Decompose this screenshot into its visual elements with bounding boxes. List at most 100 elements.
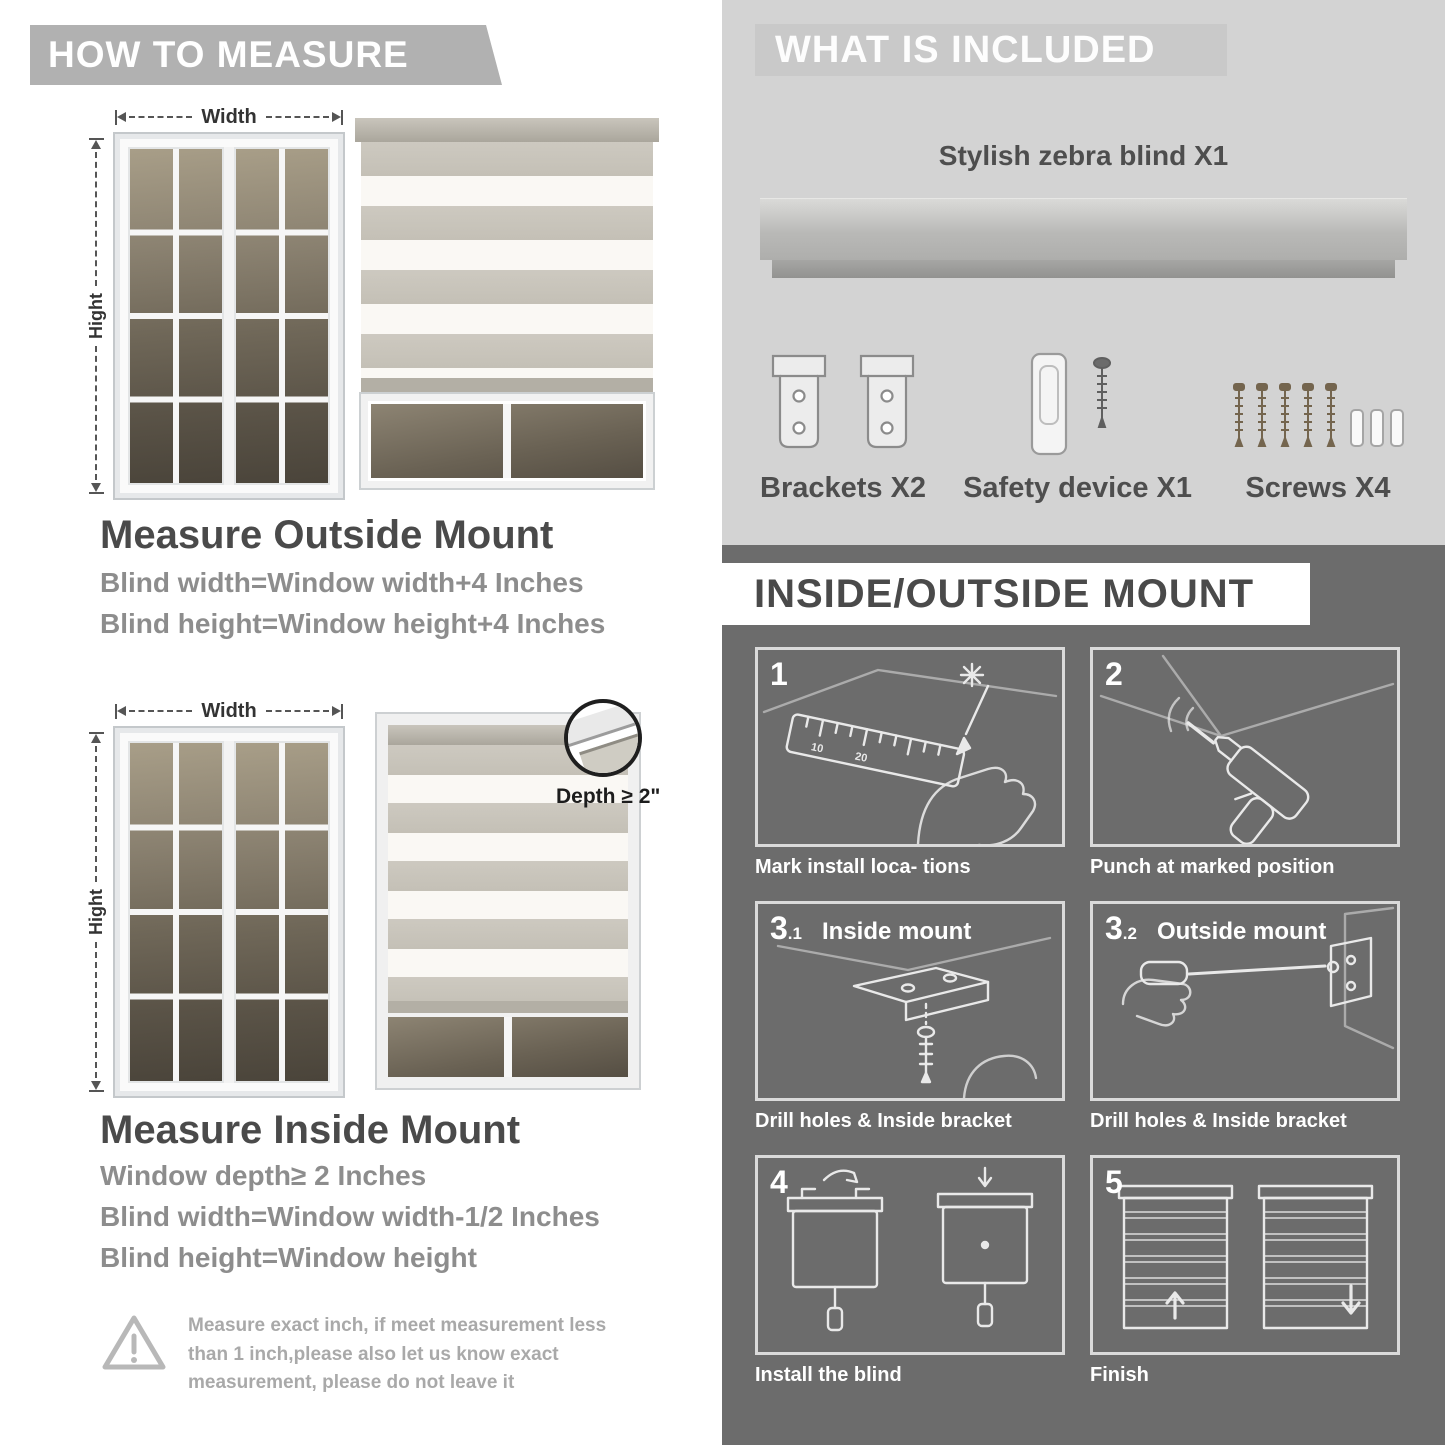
width-label: Width	[201, 105, 257, 128]
brackets-label: Brackets X2	[760, 472, 927, 504]
screws-label: Screws X4	[1245, 472, 1391, 504]
step-number: 3	[770, 910, 788, 946]
install-blind-illustration	[786, 1166, 1034, 1332]
step-caption: Install the blind	[755, 1364, 902, 1386]
zebra-stripes	[388, 745, 628, 1001]
safety-device-icon	[1030, 352, 1111, 456]
step-caption: Drill holes & Inside bracket	[755, 1110, 1012, 1132]
finish-illustration	[1117, 1184, 1374, 1330]
step-5-box: 5	[1090, 1155, 1400, 1355]
outside-mount-title: Measure Outside Mount	[100, 513, 554, 557]
height-arrow: Hight	[85, 138, 106, 495]
step-5: 5 Finish	[1090, 1155, 1400, 1387]
step-caption: Punch at marked position	[1090, 856, 1335, 878]
outside-window-diagram: Width Hight	[85, 105, 344, 498]
arrow-up-icon	[91, 140, 101, 149]
measurement-warning: Measure exact inch, if meet measurement …	[100, 1312, 640, 1398]
step-number: 1	[770, 656, 788, 692]
window-below-blind	[361, 394, 653, 488]
svg-text:20: 20	[854, 751, 868, 765]
step-2-box: 2	[1090, 647, 1400, 847]
zebra-blind-headrail-illustration	[760, 198, 1407, 278]
step-2: 2	[1090, 647, 1400, 879]
zebra-blind-label: Stylish zebra blind X1	[938, 140, 1229, 171]
blind-bottomrail	[388, 1001, 628, 1013]
window	[115, 134, 343, 498]
step-3-1: 3 .1 Inside mount	[755, 901, 1065, 1133]
step-number-sub: .1	[787, 924, 802, 943]
step-1: 1 10 20	[755, 647, 1065, 879]
width-arrow: Width	[115, 105, 344, 128]
outside-formula-width: Blind width=Window width+4 Inches	[100, 567, 584, 598]
outside-mount-blind	[355, 118, 659, 492]
step-number: 2	[1105, 656, 1123, 692]
how-to-measure-banner: HOW TO MEASURE	[30, 25, 502, 85]
window-pane-grid	[234, 147, 330, 485]
height-arrow: Hight	[85, 732, 106, 1093]
blind-bottomrail	[361, 378, 653, 392]
inside-window-diagram: Width Hight	[85, 699, 344, 1096]
window-mullion	[224, 741, 234, 1083]
blind-headrail	[355, 118, 659, 142]
arrow-down-icon	[91, 1081, 101, 1091]
mark-location-illustration: 10 20	[762, 662, 1058, 844]
inside-bracket-illustration	[776, 936, 1052, 1098]
brackets-icon	[771, 354, 915, 449]
arrow-up-icon	[91, 734, 101, 743]
inside-formula-depth: Window depth≥ 2 Inches	[100, 1160, 427, 1191]
step-caption: Mark install loca- tions	[755, 856, 971, 878]
outside-formula-height: Blind height=Window height+4 Inches	[100, 608, 606, 639]
step-1-box: 1 10 20	[755, 647, 1065, 847]
arrow-right-icon	[332, 112, 342, 122]
step-caption: Drill holes & Inside bracket	[1090, 1110, 1347, 1132]
drill-illustration	[1099, 654, 1395, 844]
step-number: 5	[1105, 1164, 1123, 1200]
outside-mount-diagrams: Width Hight	[85, 106, 660, 498]
step-title: Outside mount	[1156, 918, 1327, 945]
arrow-left-icon	[117, 112, 126, 122]
height-label: Hight	[85, 889, 106, 935]
step-title: Inside mount	[821, 918, 972, 945]
mount-guide-banner: INSIDE/OUTSIDE MOUNT	[722, 563, 1310, 625]
warning-triangle-icon	[102, 1315, 166, 1370]
zebra-stripes	[361, 142, 653, 378]
arrow-left-icon	[117, 706, 126, 716]
depth-detail-circle	[564, 699, 642, 777]
window-pane-grid	[128, 741, 224, 1083]
step-4: 4	[755, 1155, 1065, 1387]
window-below-blind	[388, 1013, 628, 1077]
safety-device-label: Safety device X1	[963, 472, 1192, 504]
arrow-down-icon	[91, 483, 101, 493]
step-number: 3	[1105, 910, 1123, 946]
part-screws: Screws X4	[1229, 382, 1407, 505]
height-label: Hight	[85, 293, 106, 339]
included-parts-row: Brackets X2 Safety device	[760, 320, 1407, 505]
part-safety-device: Safety device X1	[963, 348, 1192, 505]
what-is-included-section: WHAT IS INCLUDED Stylish zebra blind X1	[722, 0, 1445, 545]
inside-formula-height: Blind height=Window height	[100, 1242, 477, 1273]
width-label: Width	[201, 699, 257, 722]
inside-mount-diagrams: Width Hight Depth ≥ 2"	[85, 699, 660, 1096]
mount-steps-grid: 1 10 20	[755, 647, 1400, 1387]
window-pane-grid	[234, 741, 330, 1083]
depth-label: Depth ≥ 2"	[556, 785, 661, 808]
inside-mount-title: Measure Inside Mount	[100, 1108, 521, 1152]
screws-icon	[1232, 383, 1404, 447]
warning-text: Measure exact inch, if meet measurement …	[188, 1315, 607, 1393]
outside-bracket-illustration	[1121, 906, 1395, 1050]
window-pane-grid	[128, 147, 224, 485]
arrow-right-icon	[332, 706, 342, 716]
step-3-2-box: 3 .2 Outside mount	[1090, 901, 1400, 1101]
width-arrow: Width	[115, 699, 344, 722]
step-number: 4	[770, 1164, 788, 1200]
window	[115, 728, 343, 1096]
window-mullion	[224, 147, 234, 485]
step-caption: Finish	[1090, 1364, 1149, 1386]
step-number-sub: .2	[1122, 924, 1137, 943]
inside-mount-blind: Depth ≥ 2"	[377, 699, 660, 1088]
step-3-2: 3 .2 Outside mount Dri	[1090, 901, 1400, 1133]
what-is-included-banner: WHAT IS INCLUDED	[755, 24, 1227, 76]
inside-formula-width: Blind width=Window width-1/2 Inches	[100, 1201, 600, 1232]
step-3-1-box: 3 .1 Inside mount	[755, 901, 1065, 1101]
